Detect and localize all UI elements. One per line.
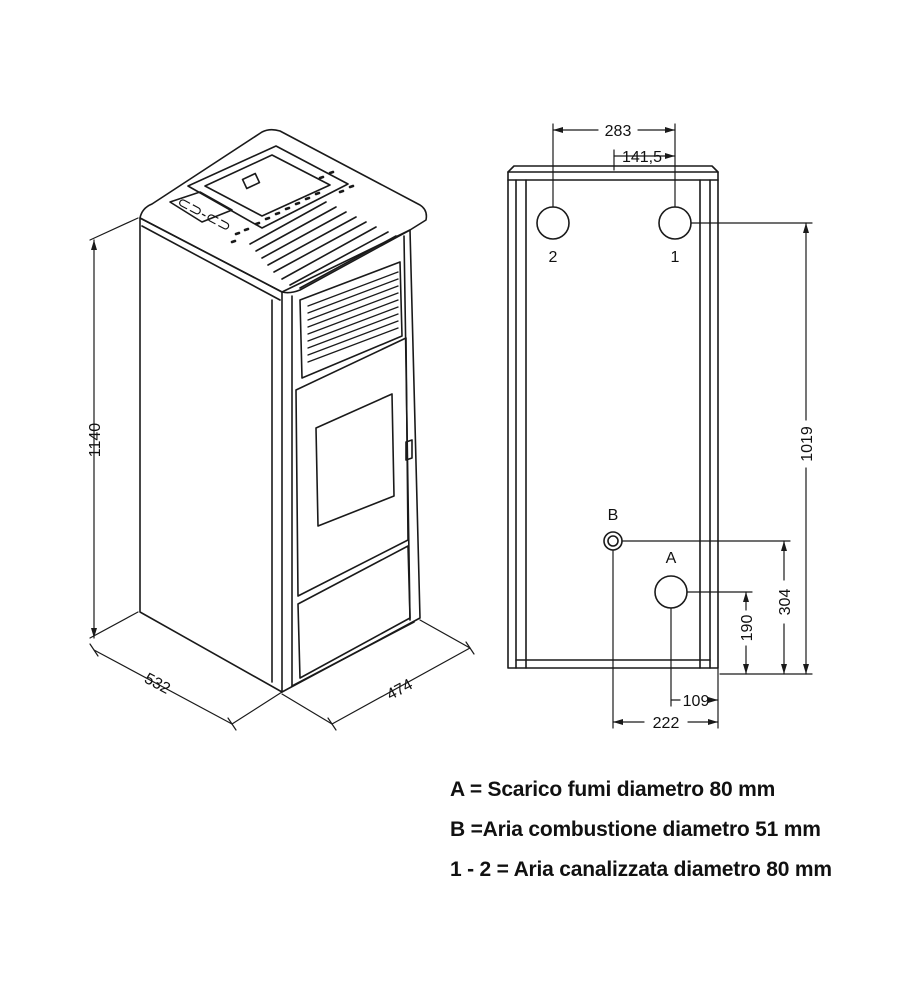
top-panel	[187, 145, 349, 229]
dimension-arrows	[91, 127, 809, 725]
dim-141-5: 141,5	[622, 149, 662, 166]
dim-1140: 1140	[87, 423, 104, 458]
stove-isometric-view: ⊂⊃-⊂⊃	[139, 128, 428, 693]
isometric-dimensions	[89, 217, 475, 731]
legend-line-b: B =Aria combustione diametro 51 mm	[450, 818, 821, 841]
stove-top-face	[139, 128, 428, 294]
label-outlet-a: A	[666, 550, 677, 567]
dim-283: 283	[605, 123, 632, 140]
door-glass	[315, 393, 395, 527]
legend: A = Scarico fumi diametro 80 mm B =Aria …	[450, 770, 890, 890]
label-outlet-2: 2	[549, 249, 558, 266]
stove-drawer	[297, 545, 411, 679]
top-grill	[249, 201, 397, 289]
legend-line-1-2: 1 - 2 = Aria canalizzata diametro 80 mm	[450, 858, 832, 881]
dim-1019: 1019	[799, 426, 816, 462]
outlet-1-circle	[658, 206, 692, 240]
stove-door	[295, 337, 409, 597]
top-inner-panel	[204, 154, 331, 217]
dim-532: 532	[141, 670, 173, 698]
legend-line-a: A = Scarico fumi diametro 80 mm	[450, 778, 776, 801]
dim-304: 304	[777, 589, 794, 616]
front-grille-slats	[307, 271, 399, 363]
dim-109: 109	[683, 693, 710, 710]
top-cap	[241, 172, 261, 190]
control-display	[169, 191, 233, 223]
dim-222: 222	[653, 715, 680, 732]
rear-dimensions	[552, 123, 813, 729]
dim-190: 190	[739, 615, 756, 642]
inlet-b-inner	[607, 535, 619, 547]
top-vent-dots	[230, 170, 355, 244]
front-grille-frame	[299, 261, 403, 379]
label-inlet-b: B	[608, 507, 619, 524]
technical-drawing: ⊂⊃-⊂⊃	[87, 123, 816, 732]
door-handle	[405, 439, 413, 461]
outlet-a-circle	[654, 575, 688, 609]
svg-text:⊂⊃-⊂⊃: ⊂⊃-⊂⊃	[174, 193, 234, 236]
outlet-2-circle	[536, 206, 570, 240]
label-outlet-1: 1	[671, 249, 680, 266]
inlet-b-circle	[603, 531, 623, 551]
